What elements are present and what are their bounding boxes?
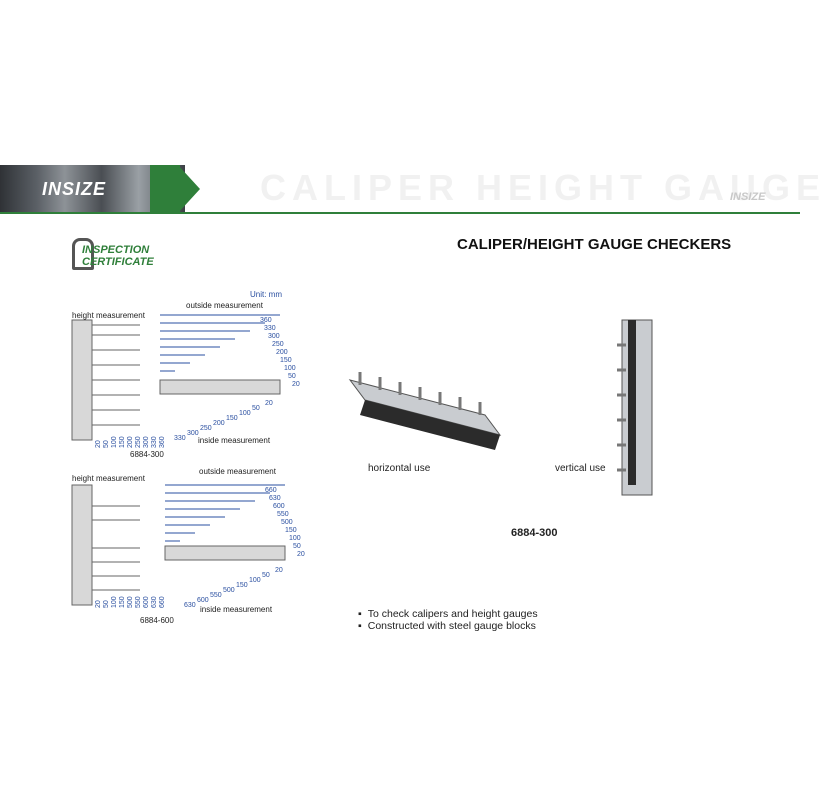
outside-value-label: 20 xyxy=(297,551,305,558)
header-banner: INSIZE CALIPER HEIGHT GAUGE INSIZE xyxy=(0,165,820,215)
horizontal-gauge-face xyxy=(360,400,500,450)
outside-value-label: 300 xyxy=(268,333,280,340)
inside-value-label: 600 xyxy=(197,597,209,604)
horizontal-gauge-jaws xyxy=(358,372,482,415)
inside-measurement-label-2: inside measurement xyxy=(200,605,273,614)
outside-value-label: 660 xyxy=(265,487,277,494)
height-value-label: 250 xyxy=(135,436,142,448)
outside-value-label: 50 xyxy=(293,543,301,550)
inside-value-label: 550 xyxy=(210,592,222,599)
photo-model-label: 6884-300 xyxy=(511,527,558,539)
banner-divider xyxy=(0,212,800,214)
height-dimension-lines xyxy=(92,324,140,426)
outside-dimension-lines-2 xyxy=(165,484,285,542)
certificate-icon xyxy=(72,238,94,270)
outside-value-label: 100 xyxy=(289,535,301,542)
brand-logo-small: INSIZE xyxy=(730,191,766,203)
page-title: CALIPER/HEIGHT GAUGE CHECKERS xyxy=(457,236,732,253)
vertical-use-caption: vertical use xyxy=(555,463,606,474)
inside-value-label: 100 xyxy=(249,577,261,584)
height-value-label: 330 xyxy=(151,436,158,448)
model-label: 6884-300 xyxy=(130,450,164,459)
inside-measurement-label: inside measurement xyxy=(198,436,271,445)
height-value-label: 100 xyxy=(111,596,118,608)
outside-value-label: 630 xyxy=(269,495,281,502)
outside-value-label: 150 xyxy=(280,357,292,364)
height-dimension-lines-2 xyxy=(92,505,140,591)
height-value-label: 660 xyxy=(159,596,166,608)
feature-item: To check calipers and height gauges xyxy=(358,608,538,620)
unit-label: Unit: mm xyxy=(250,290,282,299)
model-label-2: 6884-600 xyxy=(140,616,174,625)
height-value-label: 500 xyxy=(127,596,134,608)
inside-value-label: 150 xyxy=(236,582,248,589)
inside-value-label: 20 xyxy=(275,567,283,574)
height-value-label: 50 xyxy=(103,440,110,448)
inside-value-label: 200 xyxy=(213,420,225,427)
height-gauge-bar xyxy=(71,319,93,441)
height-value-label: 200 xyxy=(127,436,134,448)
height-value-label: 300 xyxy=(143,436,150,448)
vertical-gauge-face xyxy=(628,320,636,485)
outside-measurement-label-2: outside measurement xyxy=(199,467,276,476)
inside-value-label: 150 xyxy=(226,415,238,422)
inside-value-label: 500 xyxy=(223,587,235,594)
outside-gauge-bar-2 xyxy=(164,545,286,561)
inside-value-label: 50 xyxy=(252,405,260,412)
outside-value-label: 550 xyxy=(277,511,289,518)
height-value-label: 550 xyxy=(135,596,142,608)
height-value-label: 50 xyxy=(103,600,110,608)
horizontal-use-photo xyxy=(348,372,502,450)
height-value-label: 630 xyxy=(151,596,158,608)
outside-value-label: 250 xyxy=(272,341,284,348)
banner-green-block xyxy=(150,165,180,213)
outside-value-label: 360 xyxy=(260,317,272,324)
outside-gauge-bar xyxy=(159,379,281,395)
inside-value-label: 20 xyxy=(265,400,273,407)
height-value-label: 20 xyxy=(95,440,102,448)
height-gauge-bar-2 xyxy=(71,484,93,606)
feature-item: Constructed with steel gauge blocks xyxy=(358,620,538,632)
feature-list: To check calipers and height gauges Cons… xyxy=(358,608,538,632)
inside-value-label: 630 xyxy=(184,602,196,609)
height-value-label: 100 xyxy=(111,436,118,448)
outside-dimension-lines xyxy=(160,314,280,372)
height-value-label: 150 xyxy=(119,596,126,608)
inside-value-label: 100 xyxy=(239,410,251,417)
height-value-label: 360 xyxy=(159,436,166,448)
vertical-gauge-jaws xyxy=(617,343,626,472)
outside-value-label: 500 xyxy=(281,519,293,526)
outside-value-label: 50 xyxy=(288,373,296,380)
height-value-label: 600 xyxy=(143,596,150,608)
height-value-label: 20 xyxy=(95,600,102,608)
height-measurement-label: height measurement xyxy=(72,311,145,320)
certificate-line2: CERTIFICATE xyxy=(82,256,154,268)
inside-value-label: 50 xyxy=(262,572,270,579)
inside-value-label: 300 xyxy=(187,430,199,437)
height-measurement-label-2: height measurement xyxy=(72,474,145,483)
outside-measurement-label: outside measurement xyxy=(186,301,263,310)
outside-value-label: 330 xyxy=(264,325,276,332)
certificate-line1: INSPECTION xyxy=(82,244,150,256)
outside-value-label: 600 xyxy=(273,503,285,510)
outside-value-label: 150 xyxy=(285,527,297,534)
horizontal-use-caption: horizontal use xyxy=(368,463,431,474)
outside-value-label: 20 xyxy=(292,381,300,388)
outside-value-label: 100 xyxy=(284,365,296,372)
inside-value-label: 250 xyxy=(200,425,212,432)
vertical-use-photo xyxy=(617,319,653,496)
outside-value-label: 200 xyxy=(276,349,288,356)
inside-value-label: 330 xyxy=(174,435,186,442)
vertical-gauge-body xyxy=(621,319,653,496)
brand-logo: INSIZE xyxy=(42,179,107,199)
banner-watermark: CALIPER HEIGHT GAUGE xyxy=(260,167,826,208)
banner-arrow-icon xyxy=(178,165,200,213)
height-value-label: 150 xyxy=(119,436,126,448)
